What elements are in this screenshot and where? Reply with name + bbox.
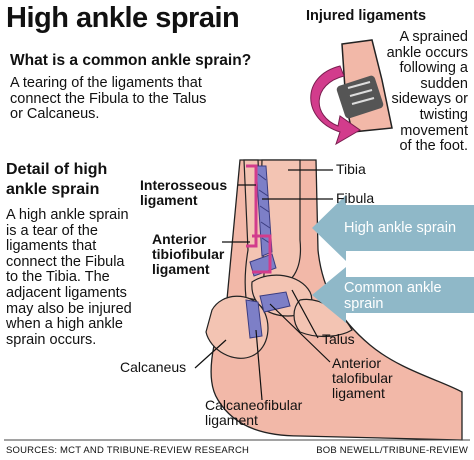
label-calcaneofibular: Calcaneofibular ligament bbox=[205, 397, 303, 428]
intro-heading: What is a common ankle sprain? bbox=[10, 52, 252, 69]
label-anterior-tibiofibular: Anterior tibiofibular ligament bbox=[152, 231, 225, 277]
label-tibia: Tibia bbox=[336, 161, 366, 177]
interosseous-bracket bbox=[246, 164, 258, 248]
interosseous-ligament bbox=[255, 165, 273, 257]
label-calcaneus: Calcaneus bbox=[120, 359, 187, 375]
page-title: High ankle sprain bbox=[6, 2, 240, 34]
twist-arrow-icon bbox=[310, 65, 361, 146]
high-sprain-label: High ankle sprain bbox=[344, 220, 457, 236]
anterior-talofibular-ligament bbox=[259, 291, 291, 313]
high-sprain-arrow bbox=[312, 195, 474, 261]
common-sprain-label: Common ankle sprain bbox=[344, 280, 442, 312]
detail-heading: Detail of high ankle sprain bbox=[6, 161, 108, 198]
twist-ankle-inset bbox=[310, 39, 393, 146]
artist-credit: BOB NEWELL/TRIBUNE-REVIEW bbox=[316, 445, 468, 456]
sources-credit: SOURCES: MCT AND TRIBUNE-REVIEW RESEARCH bbox=[6, 445, 250, 456]
detail-text: A high ankle sprain is a tear of the lig… bbox=[6, 207, 132, 348]
leader-lines bbox=[194, 169, 333, 401]
tibiofibular-bracket bbox=[252, 234, 272, 274]
calcaneofibular-ligament bbox=[245, 299, 263, 339]
label-anterior-talofibular: Anterior talofibular ligament bbox=[332, 355, 393, 401]
injured-text: A sprained ankle occurs following a sudd… bbox=[386, 29, 468, 155]
intro-text: A tearing of the ligaments that connect … bbox=[10, 75, 207, 123]
label-fibula: Fibula bbox=[336, 190, 375, 206]
label-interosseous: Interosseous ligament bbox=[140, 177, 228, 208]
common-sprain-arrow bbox=[312, 267, 474, 323]
injured-heading: Injured ligaments bbox=[306, 8, 427, 24]
label-talus: Talus bbox=[322, 331, 355, 347]
